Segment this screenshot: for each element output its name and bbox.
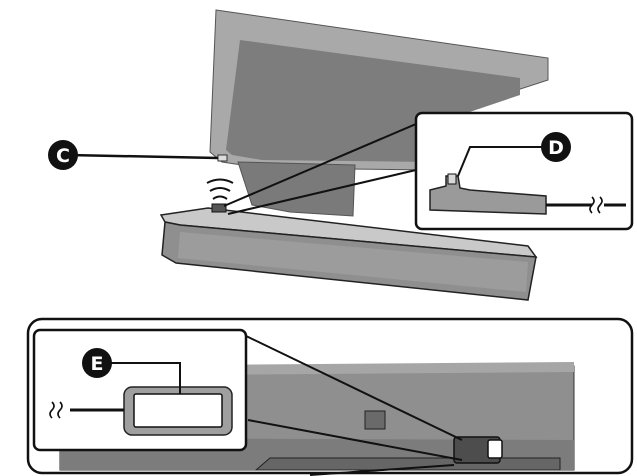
- sound-bar-front-shade: [178, 232, 528, 292]
- callout-c: C: [48, 140, 219, 170]
- rear-connector-cable: [309, 464, 455, 476]
- callout-d-badge: [541, 132, 571, 162]
- inset-d-receiver-window: [447, 173, 457, 185]
- callout-c-badge: [48, 140, 78, 170]
- inset-d: [414, 111, 634, 231]
- callout-e-badge: [82, 348, 112, 378]
- rear-connector-plug: [487, 439, 503, 459]
- rear-mount-slot: [364, 410, 386, 430]
- inset-e: [32, 328, 248, 452]
- sound-bar: [159, 203, 538, 301]
- tv-sensor: [217, 154, 228, 162]
- callout-d-leader: [457, 146, 544, 177]
- sound-bar-receiver: [211, 203, 227, 213]
- rear-view-panel: [26, 317, 634, 476]
- callout-e-letter: E: [91, 353, 104, 375]
- tv: [209, 9, 549, 217]
- tv-stand: [237, 161, 356, 217]
- callout-c-leader: [67, 153, 219, 160]
- callout-d: D: [541, 132, 571, 162]
- cable-break-icon: [589, 196, 603, 214]
- callout-e: E: [82, 348, 112, 378]
- callout-c-letter: C: [56, 145, 70, 167]
- inset-e-zoom-lines: [243, 334, 463, 461]
- tv-screen: [226, 40, 520, 162]
- inset-e-connector-face: [133, 393, 223, 428]
- callout-d-letter: D: [548, 137, 564, 159]
- wireless-signal-icon: [206, 178, 234, 200]
- cable-break-icon: [49, 401, 63, 419]
- inset-d-zoom-lines: [223, 123, 417, 215]
- inset-d-bar: [429, 175, 547, 215]
- callout-e-leader: [110, 362, 181, 394]
